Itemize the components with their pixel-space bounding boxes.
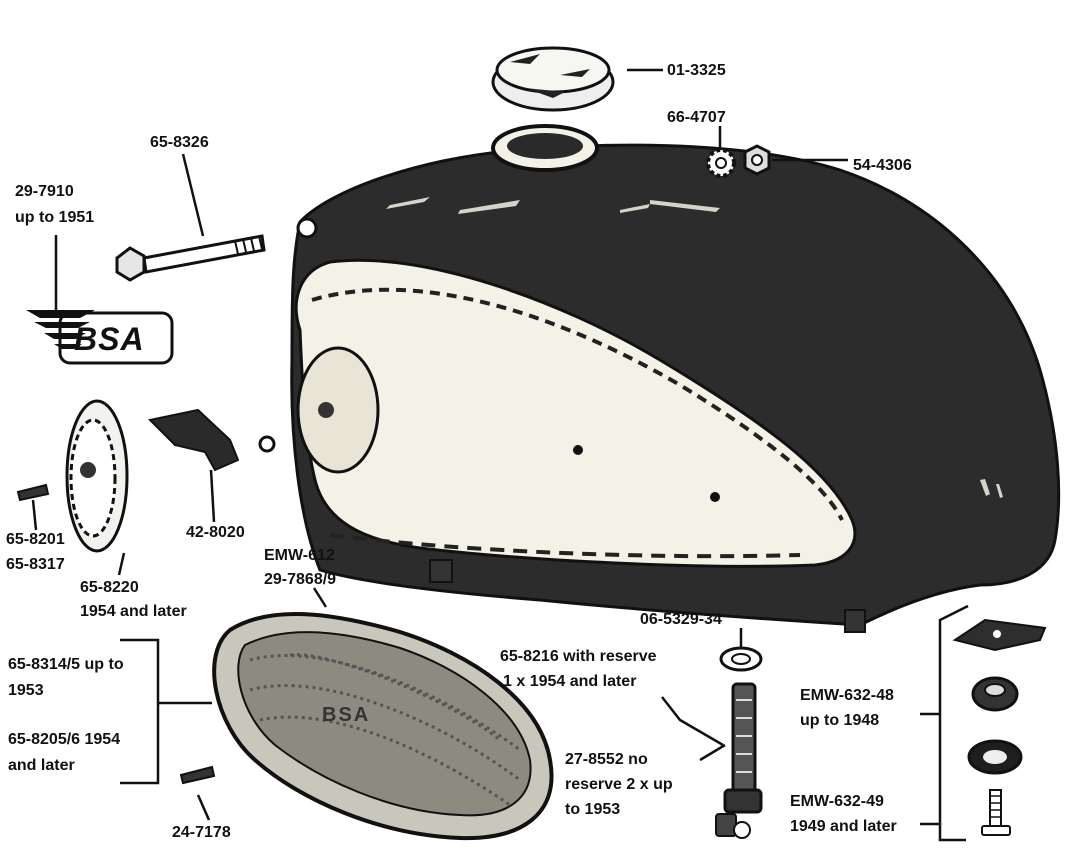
filler-cap [491,46,615,112]
label-badge-screw-1: 65-8201 [6,531,65,548]
badge-screw [16,483,50,502]
tank-badge-recess [296,346,380,474]
fuel-tank [290,124,1061,633]
mount-rubber [971,676,1019,712]
label-badge-screw-2: 65-8317 [6,556,65,573]
label-badge-line2: up to 1951 [15,209,95,226]
badge-bracket [147,408,276,472]
label-bracket: 42-8020 [186,524,245,541]
label-knee-grip-left-2: 1953 [8,682,44,699]
knee-grip-text: BSA [322,704,371,726]
label-mount-b-2: 1949 and later [790,818,897,835]
fuel-tap-washer [719,646,763,672]
knee-grip [212,611,554,841]
label-tap-washer: 06-5329-34 [640,611,722,628]
bsa-wing-badge [26,310,174,365]
label-knee-grip-left-3: 65-8205/6 1954 [8,731,121,748]
label-shakeproof-washer: 66-4707 [667,109,726,126]
label-round-badge-2: 1954 and later [80,603,187,620]
label-knee-grip-left-1: 65-8314/5 up to [8,656,124,673]
rear-mounting-bolt [115,234,266,282]
mount-bolt [981,789,1011,836]
label-knee-grip-1: EMW-612 [264,547,335,564]
bsa-badge-text: BSA [74,321,145,357]
label-tap-noreserve-3: to 1953 [565,801,621,818]
tank-side-panel [294,258,857,568]
label-knee-grip-left-4: and later [8,757,75,774]
label-round-badge-1: 65-8220 [80,579,139,596]
label-tap-noreserve-1: 27-8552 no [565,751,648,768]
label-nut: 54-4306 [853,157,912,174]
label-tap-noreserve-2: reserve 2 x up [565,776,673,793]
label-badge-line1: 29-7910 [15,183,74,200]
mount-washer [967,739,1023,775]
label-knee-grip-2: 29-7868/9 [264,571,337,588]
label-mount-a-1: EMW-632-48 [800,687,894,704]
label-filler-cap: 01-3325 [667,62,726,79]
label-knee-grip-screw: 24-7178 [172,824,231,841]
hex-nut [743,144,771,176]
leader-lines [31,68,969,842]
label-tap-reserve-1: 65-8216 with reserve [500,648,657,665]
knee-grip-screw [179,765,216,785]
label-mount-b-1: EMW-632-49 [790,793,884,810]
label-mount-a-2: up to 1948 [800,712,880,729]
label-tap-reserve-2: 1 x 1954 and later [503,673,637,690]
fuel-tap [715,682,763,839]
shakeproof-washer [706,148,736,178]
label-rear-bolt: 65-8326 [150,134,209,151]
round-tank-badge [65,399,129,553]
mount-plate [952,618,1047,652]
